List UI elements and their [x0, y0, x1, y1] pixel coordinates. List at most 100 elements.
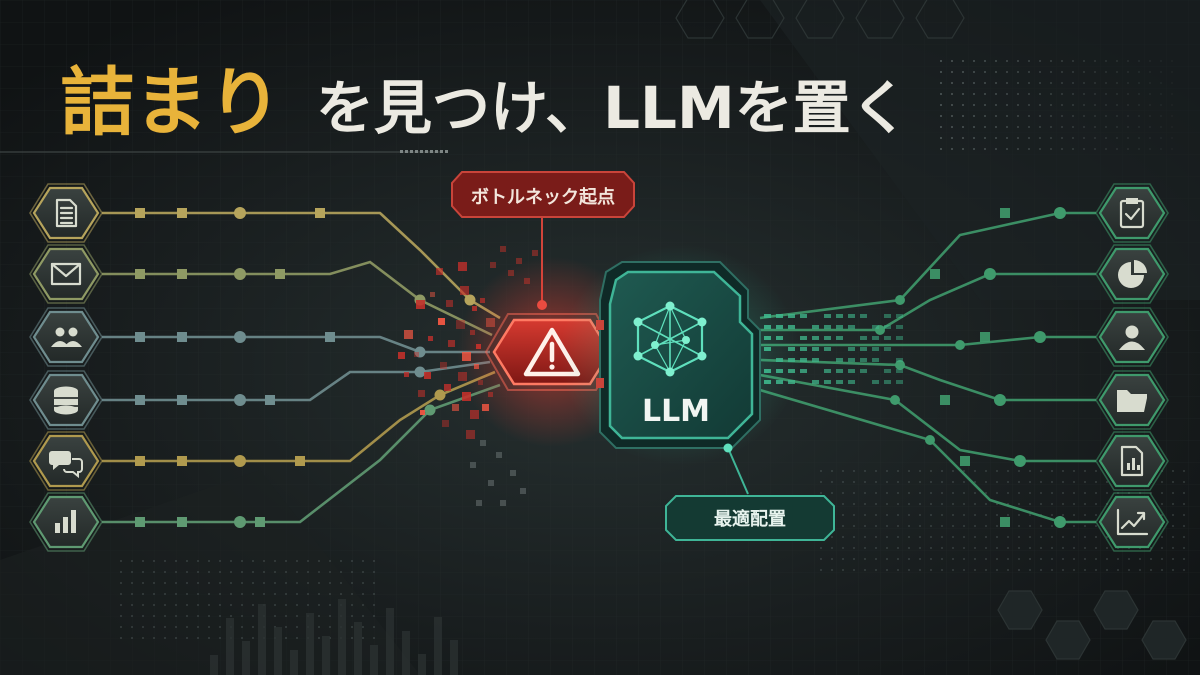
input-icons [29, 183, 103, 552]
signal-pixel [414, 352, 419, 357]
output-lines [759, 207, 1096, 528]
signal-pixel [466, 430, 475, 439]
output-node-ring [1095, 431, 1169, 491]
line-node [1054, 516, 1066, 528]
signal-pixel [860, 358, 867, 362]
signal-pixel [440, 362, 447, 369]
signal-pixel [824, 380, 831, 384]
line-marker [315, 208, 325, 218]
signal-pixel [496, 452, 502, 458]
input-node-ring [29, 370, 103, 430]
signal-pixel [438, 318, 445, 325]
input-line [102, 335, 490, 354]
signal-pixel [860, 314, 867, 318]
signal-pixel [470, 410, 479, 419]
line-marker [177, 332, 187, 342]
signal-pixel [404, 372, 409, 377]
signal-pixel [462, 392, 471, 401]
output-node [1095, 183, 1169, 243]
signal-pixel [448, 340, 455, 347]
signal-pixel [896, 369, 903, 373]
bottleneck-label-box [451, 171, 635, 218]
input-line [102, 370, 496, 463]
line-node [925, 435, 935, 445]
signal-pixel [800, 347, 807, 351]
page-title: 詰まり を見つけ、LLMを置く [60, 60, 909, 146]
line-node [1014, 455, 1026, 467]
signal-pixel [848, 314, 855, 318]
output-line [759, 388, 1096, 524]
signal-pixel [430, 292, 435, 297]
signal-pixel [480, 440, 486, 446]
output-node-ring [1095, 244, 1169, 304]
input-node [29, 244, 103, 304]
output-line [760, 335, 1096, 347]
line-node [1034, 331, 1046, 343]
line-node [234, 516, 246, 528]
llm-body [608, 270, 754, 440]
signal-pixel [800, 358, 807, 362]
signal-pixel [812, 380, 819, 384]
signal-pixel [824, 325, 831, 329]
signal-pixel [520, 488, 526, 494]
line-node [994, 394, 1006, 406]
line-marker [177, 395, 187, 405]
clipboard-check-icon [1119, 198, 1145, 229]
signal-pixel [488, 480, 494, 486]
line-node [984, 268, 996, 280]
signal-pixel [800, 369, 807, 373]
optimal-label-box [665, 495, 835, 541]
output-node [1095, 431, 1169, 491]
line-marker [1000, 208, 1010, 218]
signal-pixel [896, 336, 903, 340]
line-node [414, 366, 426, 378]
signal-pixel [884, 314, 891, 318]
line-marker [295, 456, 305, 466]
output-node [1095, 244, 1169, 304]
signal-pixel [800, 336, 807, 340]
output-node-hex [1098, 247, 1166, 301]
signal-pixel [460, 286, 469, 295]
signal-pixel [500, 246, 506, 252]
output-node [1095, 370, 1169, 430]
llm-core: LLM [560, 245, 800, 465]
signal-pixel [812, 336, 819, 340]
signal-pixel [456, 320, 465, 329]
chat-icon [49, 451, 83, 479]
signal-pixel [824, 314, 831, 318]
input-node-ring [29, 431, 103, 491]
signal-pixel [800, 314, 807, 318]
output-node-ring [1095, 307, 1169, 367]
output-line [759, 358, 1096, 402]
line-marker [275, 269, 285, 279]
line-node [434, 389, 446, 401]
report-icon [1120, 445, 1144, 477]
signal-pixel [860, 336, 867, 340]
line-node [414, 346, 426, 358]
line-node [234, 331, 246, 343]
input-node [29, 307, 103, 367]
optimal-callout: 最適配置 [665, 443, 835, 541]
output-node-ring [1095, 492, 1169, 552]
signal-pixel [476, 500, 482, 506]
signal-pixel [516, 258, 522, 264]
signal-pixel [436, 268, 443, 275]
signal-pixel [836, 369, 843, 373]
title-highlight: 詰まり [60, 60, 282, 146]
line-marker [135, 517, 145, 527]
signal-pixel [824, 336, 831, 340]
signal-pixel [848, 325, 855, 329]
mail-icon [50, 262, 82, 286]
output-node-hex [1098, 186, 1166, 240]
signal-pixel [458, 262, 467, 271]
signal-pixel [896, 358, 903, 362]
signal-pixel [416, 300, 425, 309]
signal-pixel [896, 314, 903, 318]
signal-pixel [872, 380, 879, 384]
line-marker [980, 332, 990, 342]
line-marker [177, 517, 187, 527]
signal-pixel [896, 325, 903, 329]
line-marker [177, 269, 187, 279]
signal-pixel [442, 420, 449, 427]
line-node [1054, 207, 1066, 219]
